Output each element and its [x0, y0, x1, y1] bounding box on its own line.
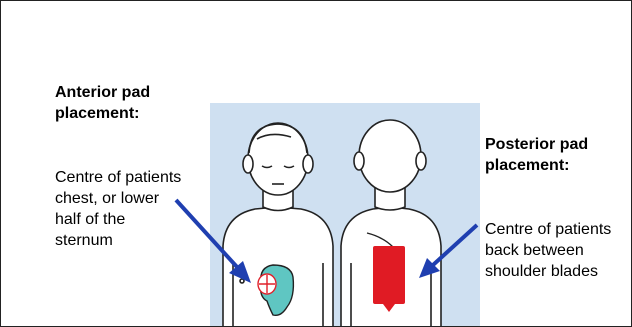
posterior-desc-line2: back between [485, 240, 625, 261]
posterior-desc-line1: Centre of patients [485, 219, 625, 240]
posterior-title-line2: placement: [485, 155, 625, 176]
posterior-desc-line3: shoulder blades [485, 261, 625, 282]
front-right-nipple [240, 279, 244, 283]
posterior-description: Centre of patients back between shoulder… [485, 219, 625, 282]
back-head [359, 120, 421, 192]
posterior-title: Posterior pad placement: [485, 134, 625, 176]
front-left-ear [243, 155, 253, 173]
posterior-pad-shape [373, 246, 405, 304]
back-left-ear [354, 152, 364, 170]
back-right-ear [416, 152, 426, 170]
posterior-title-line1: Posterior pad [485, 134, 625, 155]
front-right-ear [303, 155, 313, 173]
